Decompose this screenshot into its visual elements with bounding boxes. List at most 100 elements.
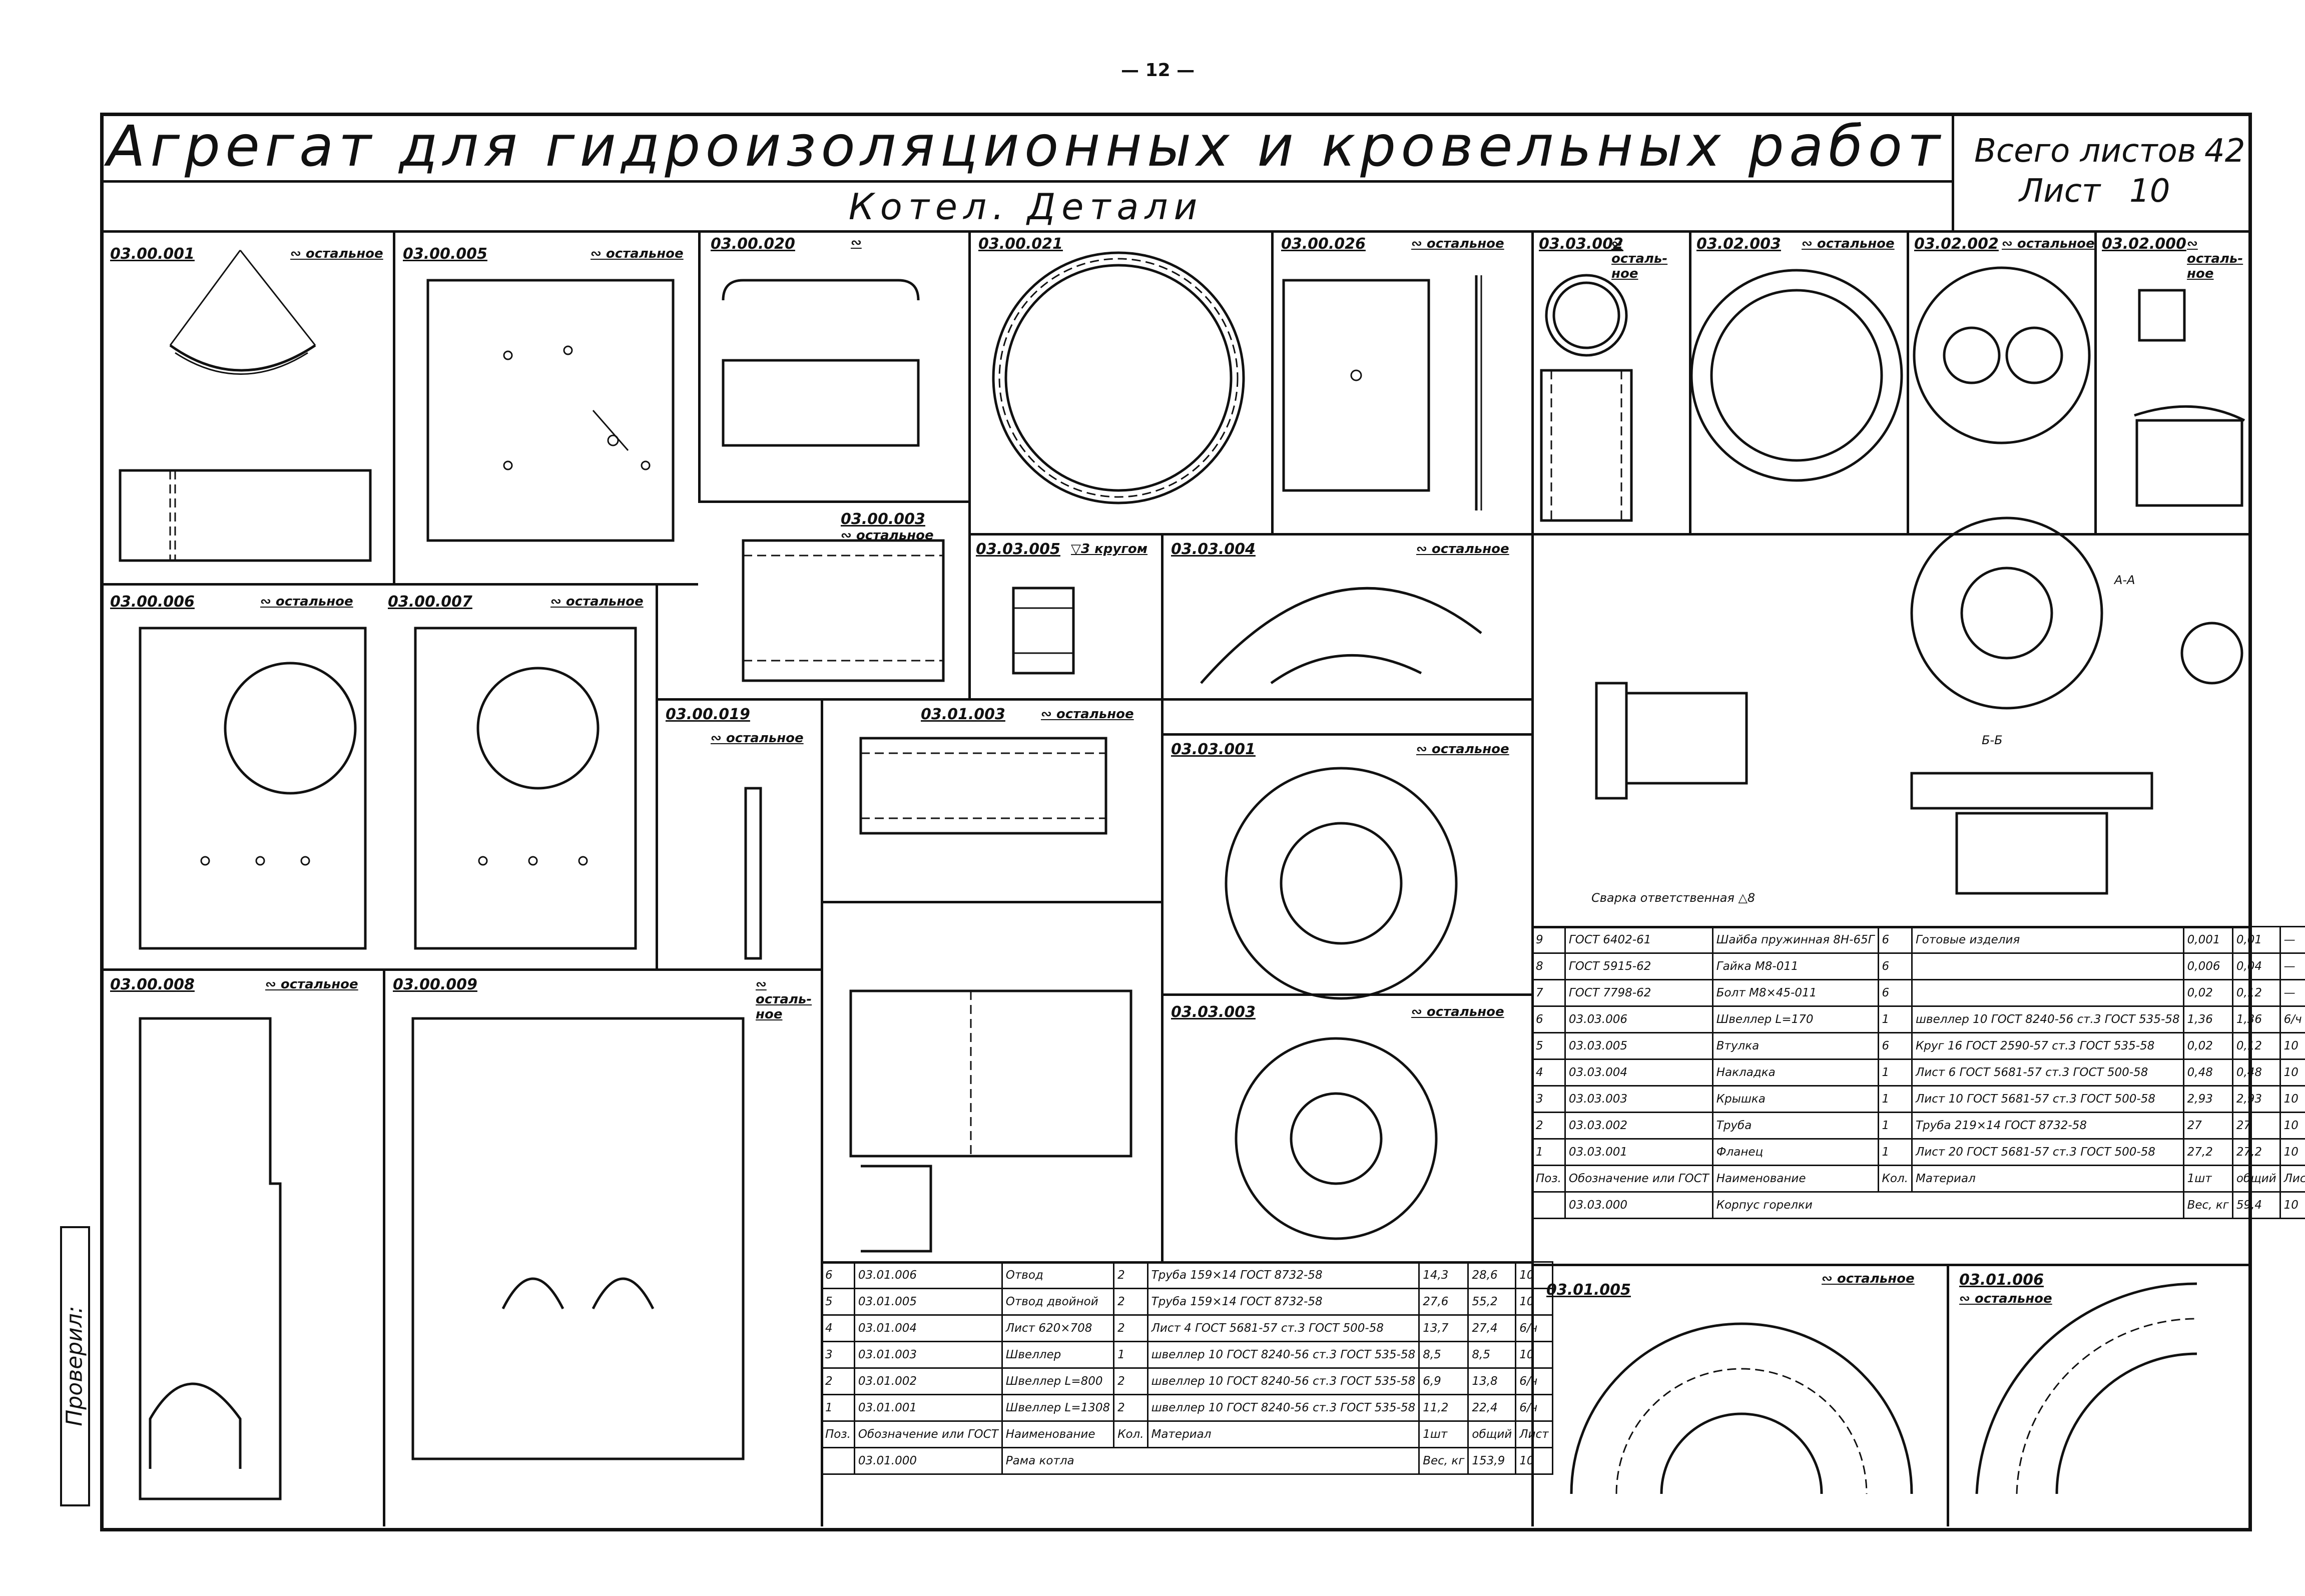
table-cell: 8,5 [1467,1341,1517,1369]
table-cell: 13,8 [1467,1367,1517,1395]
table-cell: Швеллер L=170 [1711,1005,1879,1033]
table-cell: 6 [1877,979,1913,1007]
table-cell: 2,93 [2182,1085,2233,1113]
part-drawing-03-00-001 [119,250,372,562]
assembly-cell: Рама котла [1001,1447,1420,1475]
part-code-label: 03.00.021 [978,235,1063,253]
assembly-cell: Корпус горелки [1711,1191,2184,1219]
table-cell: Труба 159×14 ГОСТ 8732-58 [1146,1261,1420,1289]
part-code-label: 03.00.001 [110,245,195,263]
table-cell: Лист 6 ГОСТ 5681-57 ст.3 ГОСТ 500-58 [1911,1058,2184,1087]
assembly-cell [821,1447,855,1475]
table-cell: 22,4 [1467,1394,1517,1422]
grid-line [698,230,701,500]
table-cell: 6 [1531,1005,1566,1033]
part-material-label: ▽3 кругом [1071,542,1148,557]
part-drawing-03-00-003 [742,539,945,682]
table-cell: 03.01.002 [853,1367,1003,1395]
table-cell: 6/ч [2279,1005,2305,1033]
grid-line [1531,230,1534,1526]
table-cell: 27 [2182,1112,2233,1140]
part-code-label: 03.03.002 [1539,235,1623,253]
table-cell: Труба 159×14 ГОСТ 8732-58 [1146,1288,1420,1316]
table-cell: 2 [1113,1394,1148,1422]
table-cell: 1,36 [2231,1005,2281,1033]
part-drawing-frame-sheet [849,989,1132,1253]
part-drawing-03-00-026 [1282,275,1482,510]
table-cell: 4 [1531,1058,1566,1087]
table-cell [1911,979,2184,1007]
table-cell: 2 [1113,1261,1148,1289]
part-material-label: ∾ остальное [1416,542,1509,557]
table-cell: ГОСТ 7798-62 [1564,979,1713,1007]
table-cell: 10 [2279,1058,2305,1087]
grid-line [968,533,2252,536]
table-cell: 9 [1531,926,1566,954]
table-cell: 55,2 [1467,1288,1517,1316]
table-cell: 10 [2279,1138,2305,1166]
table-cell: 28,6 [1467,1261,1517,1289]
table-cell: 10 [1515,1341,1553,1369]
table-cell: 6 [1877,952,1913,980]
part-drawing-03-01-006 [1975,1282,2197,1494]
table-cell: 0,48 [2231,1058,2281,1087]
grid-line [1531,1264,2252,1266]
table-cell: 03.01.006 [853,1261,1003,1289]
table-cell: Крышка [1711,1085,1879,1113]
table-cell: ГОСТ 5915-62 [1564,952,1713,980]
table-header-cell: Лист [2279,1165,2305,1193]
grid-line [821,901,1161,903]
table-cell: 27,4 [1467,1314,1517,1342]
drawing-title: Агрегат для гидроизоляционных и кровельн… [100,113,1952,183]
grid-line [100,583,698,586]
table-cell: 03.03.001 [1564,1138,1713,1166]
part-material-label: ∾ остальное [1822,1271,1915,1286]
part-material-label: ∾ остальное [260,594,353,609]
grid-line [968,230,971,698]
table-cell: 03.03.004 [1564,1058,1713,1087]
table-cell: Лист 4 ГОСТ 5681-57 ст.3 ГОСТ 500-58 [1146,1314,1420,1342]
table-cell: 6 [821,1261,855,1289]
table-header-cell: 1шт [1418,1420,1469,1448]
table-cell: Втулка [1711,1032,1879,1060]
part-material-label: ∾ остальное [265,977,358,992]
part-material-label: ∾ остальное [1802,236,1895,251]
section-bb-label: Б-Б [1982,733,2003,747]
table-cell: — [2279,979,2305,1007]
assembly-cell: 59,4 [2231,1191,2281,1219]
assembly-cell: Вес, кг [1418,1447,1469,1475]
total-sheets-label: Всего листов [1974,133,2196,170]
table-cell: Швеллер L=800 [1001,1367,1115,1395]
grid-line [1161,733,1531,736]
assembly-cell: 10 [2279,1191,2305,1219]
table-header-cell: Материал [1146,1420,1420,1448]
part-drawing-03-01-005 [1570,1322,1913,1494]
grid-line [1907,230,1909,533]
grid-line [1161,993,1531,996]
table-cell: Болт М8×45-011 [1711,979,1879,1007]
table-cell: 3 [821,1341,855,1369]
table-cell: Накладка [1711,1058,1879,1087]
part-drawing-03-00-009 [411,1017,745,1460]
table-cell: 0,02 [2182,1032,2233,1060]
assembly-cell: 03.03.000 [1564,1191,1713,1219]
table-cell: 1 [1877,1138,1913,1166]
table-header-cell: 1шт [2182,1165,2233,1193]
table-cell: 11,2 [1418,1394,1469,1422]
part-code-label: 03.00.008 [110,976,195,993]
table-cell: 10 [1515,1261,1553,1289]
part-code-label: 03.01.005 [1546,1281,1631,1299]
table-cell: 2 [1531,1112,1566,1140]
part-drawing-03-03-005 [1012,587,1075,675]
table-cell: Лист 20 ГОСТ 5681-57 ст.3 ГОСТ 500-58 [1911,1138,2184,1166]
part-material-label: ∾ остальное [550,594,644,609]
